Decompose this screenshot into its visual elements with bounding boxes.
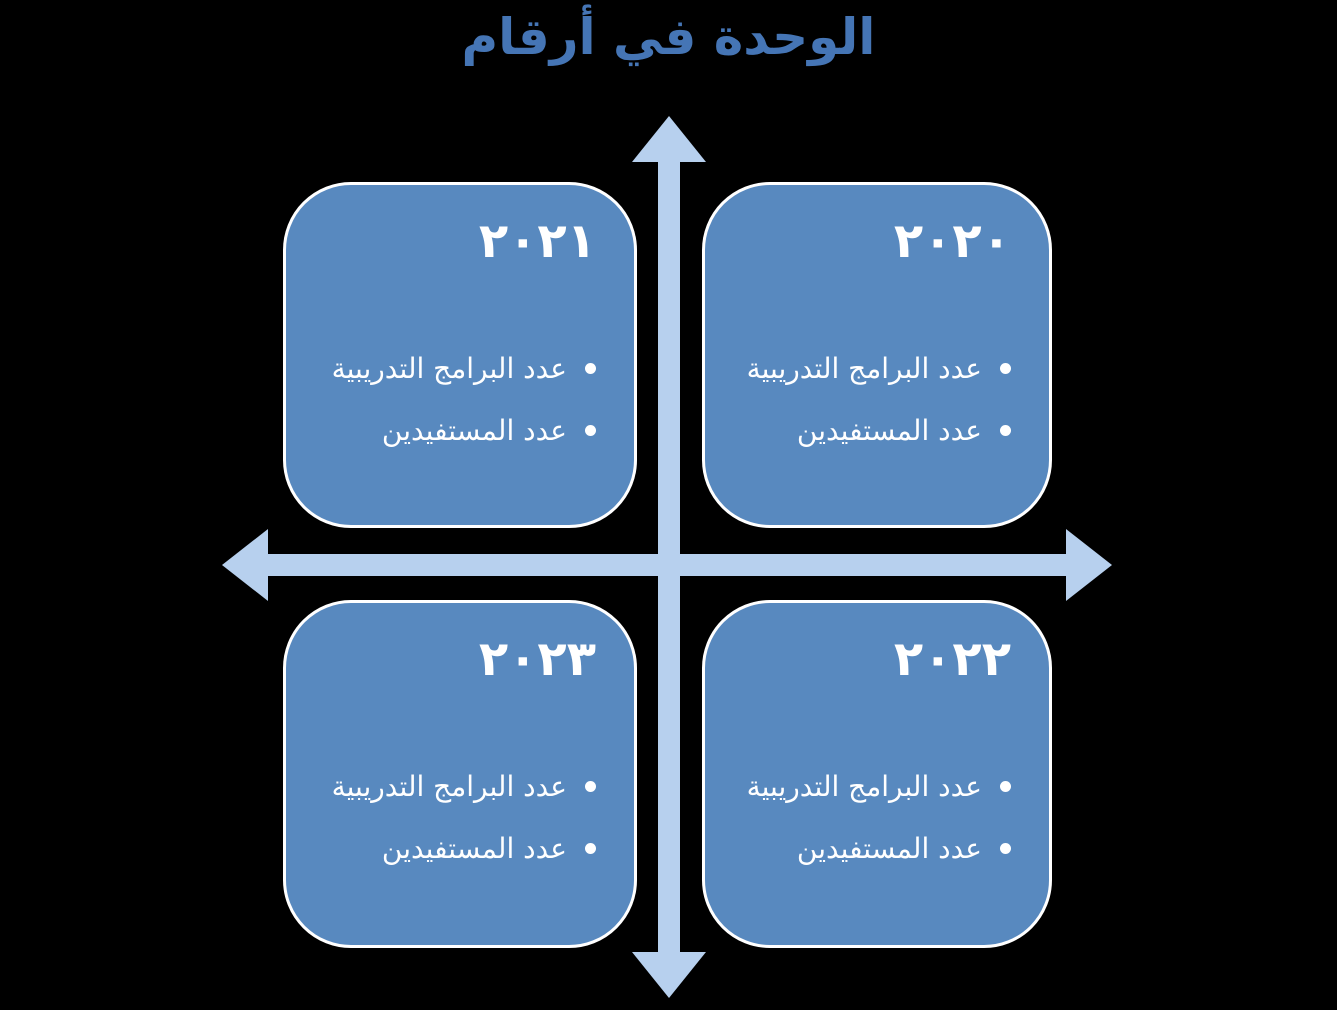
list-item: عدد البرامج التدريبية — [302, 755, 596, 817]
list-item: عدد البرامج التدريبية — [721, 755, 1011, 817]
list-item: عدد المستفيدين — [302, 817, 596, 879]
bullet-list: عدد البرامج التدريبية عدد المستفيدين — [302, 337, 596, 461]
year-label: ٢٠٢٢ — [893, 631, 1011, 687]
bullet-dot-icon — [585, 842, 596, 854]
bullet-list: عدد البرامج التدريبية عدد المستفيدين — [721, 755, 1011, 879]
year-label: ٢٠٢١ — [478, 213, 596, 269]
list-item: عدد المستفيدين — [721, 399, 1011, 461]
bullet-text: عدد المستفيدين — [796, 413, 982, 447]
bullet-text: عدد البرامج التدريبية — [331, 351, 567, 385]
bullet-list: عدد البرامج التدريبية عدد المستفيدين — [721, 337, 1011, 461]
page-title: الوحدة في أرقام — [461, 8, 876, 66]
quadrant-2023: ٢٠٢٣ عدد البرامج التدريبية عدد المستفيدي… — [283, 600, 637, 948]
list-item: عدد المستفيدين — [302, 399, 596, 461]
bullet-dot-icon — [585, 424, 596, 436]
bullet-dot-icon — [585, 362, 596, 374]
arrow-right-icon — [1066, 529, 1112, 601]
bullet-dot-icon — [1000, 362, 1011, 374]
arrow-down-icon — [632, 952, 706, 998]
bullet-dot-icon — [585, 780, 596, 792]
quadrant-2021: ٢٠٢١ عدد البرامج التدريبية عدد المستفيدي… — [283, 182, 637, 528]
year-label: ٢٠٢٣ — [478, 631, 596, 687]
bullet-dot-icon — [1000, 842, 1011, 854]
bullet-text: عدد المستفيدين — [381, 413, 567, 447]
bullet-text: عدد المستفيدين — [381, 831, 567, 865]
quadrant-2020: ٢٠٢٠ عدد البرامج التدريبية عدد المستفيدي… — [702, 182, 1052, 528]
bullet-text: عدد البرامج التدريبية — [331, 769, 567, 803]
arrow-left-icon — [222, 529, 268, 601]
bullet-text: عدد البرامج التدريبية — [746, 351, 982, 385]
arrow-up-icon — [632, 116, 706, 162]
horizontal-axis-line — [264, 554, 1070, 576]
list-item: عدد البرامج التدريبية — [302, 337, 596, 399]
quadrant-2022: ٢٠٢٢ عدد البرامج التدريبية عدد المستفيدي… — [702, 600, 1052, 948]
list-item: عدد المستفيدين — [721, 817, 1011, 879]
bullet-dot-icon — [1000, 424, 1011, 436]
year-label: ٢٠٢٠ — [893, 213, 1011, 269]
bullet-text: عدد البرامج التدريبية — [746, 769, 982, 803]
list-item: عدد البرامج التدريبية — [721, 337, 1011, 399]
bullet-dot-icon — [1000, 780, 1011, 792]
bullet-text: عدد المستفيدين — [796, 831, 982, 865]
bullet-list: عدد البرامج التدريبية عدد المستفيدين — [302, 755, 596, 879]
